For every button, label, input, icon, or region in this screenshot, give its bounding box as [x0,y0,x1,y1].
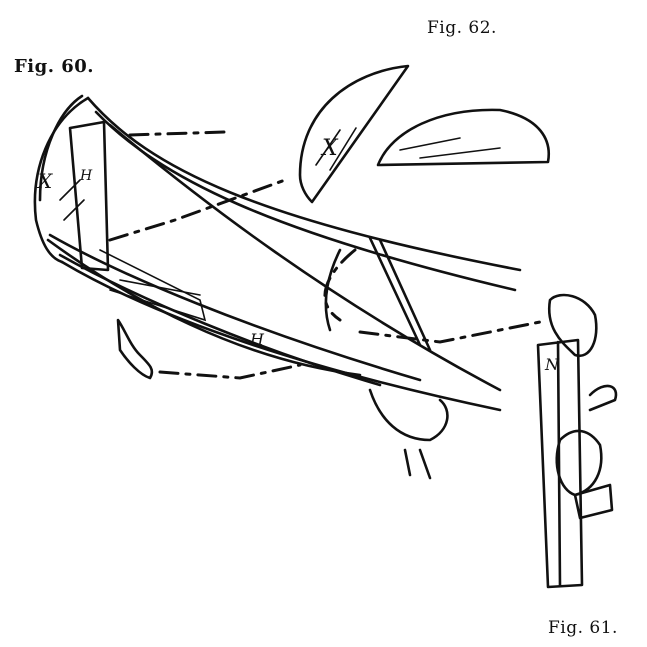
figure-62-templates-drawing [298,64,551,204]
mark-n-post: N [544,355,560,374]
figure-62-caption: Fig. 62. [427,18,497,38]
figure-61-caption: Fig. 61. [548,618,618,638]
figure-61-post-drawing [536,293,618,589]
figure-60-canoe-drawing [33,94,542,480]
mark-h-keel: H [249,330,265,349]
mark-x-stem: X [36,169,53,193]
mark-h-stem: H [79,168,93,184]
mark-x-template: X [320,136,339,161]
figure-60-caption: Fig. 60. [14,56,95,77]
